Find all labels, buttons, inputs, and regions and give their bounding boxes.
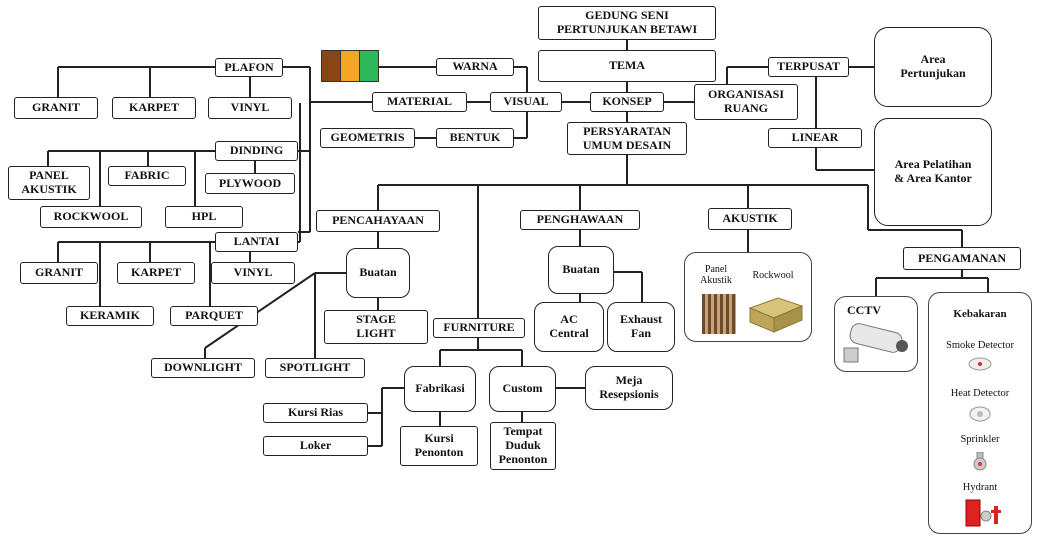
dinding-rockwool-box: ROCKWOOL xyxy=(40,206,142,228)
warna-box: WARNA xyxy=(436,58,514,76)
meja-resepsionis-box: Meja Resepsionis xyxy=(585,366,673,410)
lantai-keramik-box: KERAMIK xyxy=(66,306,154,326)
konsep-box: KONSEP xyxy=(590,92,664,112)
pengamanan-box: PENGAMANAN xyxy=(903,247,1021,270)
heat-detector-icon xyxy=(969,406,991,422)
geometris-box: GEOMETRIS xyxy=(320,128,415,148)
lantai-granit-box: GRANIT xyxy=(20,262,98,284)
title-box: GEDUNG SENI PERTUNJUKAN BETAWI xyxy=(538,6,716,40)
penghawaan-buatan-box: Buatan xyxy=(548,246,614,294)
lantai-box: LANTAI xyxy=(215,232,298,252)
custom-box: Custom xyxy=(489,366,556,412)
exhaust-fan-box: Exhaust Fan xyxy=(607,302,675,352)
plafon-box: PLAFON xyxy=(215,58,283,77)
visual-box: VISUAL xyxy=(490,92,562,112)
stage-light-box: STAGE LIGHT xyxy=(324,310,428,344)
area-pertunjukan-box: Area Pertunjukan xyxy=(874,27,992,107)
sprinkler-label: Sprinkler xyxy=(960,434,1000,445)
cctv-label: CCTV xyxy=(846,303,881,317)
dinding-fabric-box: FABRIC xyxy=(108,166,186,186)
akustik-box: AKUSTIK xyxy=(708,208,792,230)
plafon-vinyl-box: VINYL xyxy=(208,97,292,119)
sprinkler-icon xyxy=(973,452,987,471)
tema-box: TEMA xyxy=(538,50,716,82)
spotlight-box: SPOTLIGHT xyxy=(265,358,365,378)
penghawaan-box: PENGHAWAAN xyxy=(520,210,640,230)
linear-box: LINEAR xyxy=(768,128,862,148)
rockwool-image xyxy=(748,297,804,333)
pencahayaan-box: PENCAHAYAAN xyxy=(316,210,440,232)
panel-akustik-label: Panel Akustik xyxy=(700,264,732,286)
color-swatch-orange xyxy=(340,50,360,82)
ac-central-box: AC Central xyxy=(534,302,604,352)
plafon-karpet-box: KARPET xyxy=(112,97,196,119)
dinding-box: DINDING xyxy=(215,141,298,161)
dinding-plywood-box: PLYWOOD xyxy=(205,173,295,194)
loker-box: Loker xyxy=(263,436,368,456)
tempat-duduk-box: Tempat Duduk Penonton xyxy=(490,422,556,470)
rockwool-label: Rockwool xyxy=(752,270,794,281)
dinding-hpl-box: HPL xyxy=(165,206,243,228)
dinding-panel-akustik-box: PANEL AKUSTIK xyxy=(8,166,90,200)
kursi-penonton-box: Kursi Penonton xyxy=(400,426,478,466)
lantai-karpet-box: KARPET xyxy=(117,262,195,284)
smoke-detector-icon xyxy=(968,357,992,371)
heat-detector-label: Heat Detector xyxy=(950,388,1010,399)
hydrant-icon xyxy=(965,499,1001,527)
area-pelatihan-box: Area Pelatihan & Area Kantor xyxy=(874,118,992,226)
color-swatch-green xyxy=(359,50,379,82)
kursi-rias-box: Kursi Rias xyxy=(263,403,368,423)
organisasi-box: ORGANISASI RUANG xyxy=(694,84,798,120)
fabrikasi-box: Fabrikasi xyxy=(404,366,476,412)
material-box: MATERIAL xyxy=(372,92,467,112)
panel-akustik-image xyxy=(702,294,736,334)
pencahayaan-buatan-box: Buatan xyxy=(346,248,410,298)
hydrant-label: Hydrant xyxy=(962,482,998,493)
kebakaran-label: Kebakaran xyxy=(953,308,1007,320)
bentuk-box: BENTUK xyxy=(436,128,514,148)
persyaratan-box: PERSYARATAN UMUM DESAIN xyxy=(567,122,687,155)
plafon-granit-box: GRANIT xyxy=(14,97,98,119)
smoke-detector-label: Smoke Detector xyxy=(946,340,1014,351)
cctv-camera-icon xyxy=(843,323,908,363)
downlight-box: DOWNLIGHT xyxy=(151,358,255,378)
color-swatch-brown xyxy=(321,50,341,82)
lantai-parquet-box: PARQUET xyxy=(170,306,258,326)
lantai-vinyl-box: VINYL xyxy=(211,262,295,284)
furniture-box: FURNITURE xyxy=(433,318,525,338)
terpusat-box: TERPUSAT xyxy=(768,57,849,77)
